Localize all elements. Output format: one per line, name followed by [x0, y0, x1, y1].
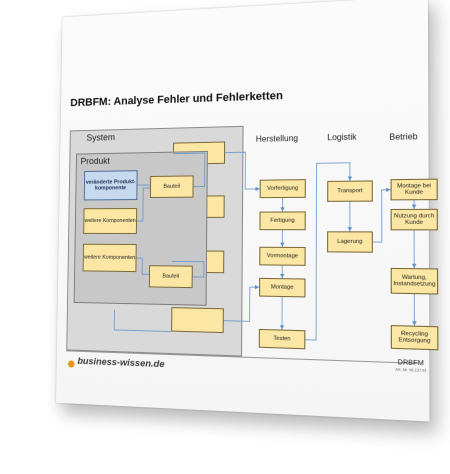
document-page: DRBFM: Analyse Fehler und Fehlerketten S… — [55, 0, 439, 422]
connector-lines — [56, 0, 417, 422]
footer-label: DRBFM — [397, 358, 424, 368]
document-mockup: DRBFM: Analyse Fehler und Fehlerketten S… — [4, 0, 450, 474]
brand-dot-icon — [67, 360, 75, 368]
